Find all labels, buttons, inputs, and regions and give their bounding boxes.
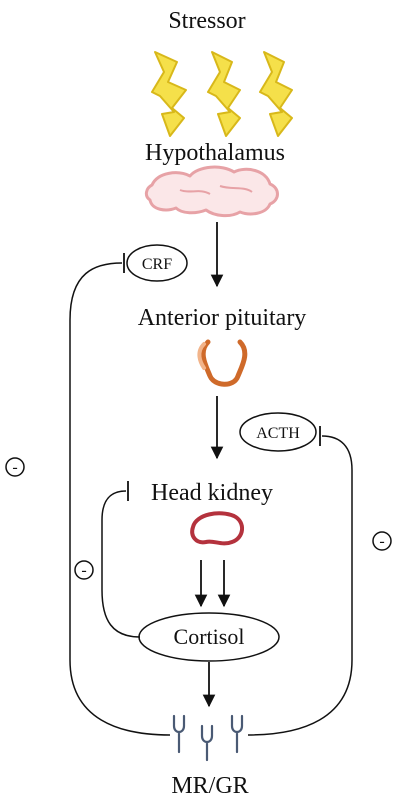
pituitary-gland-icon xyxy=(199,342,244,384)
minus-left-inner: - xyxy=(81,562,86,579)
acth-label: ACTH xyxy=(256,425,300,442)
minus-right: - xyxy=(379,533,384,550)
minus-sign-icon: - xyxy=(75,561,93,579)
hypothalamus-label: Hypothalamus xyxy=(145,140,285,166)
lightning-bolt-icon xyxy=(152,52,186,136)
kidney-icon xyxy=(192,513,242,543)
minus-sign-icon: - xyxy=(6,458,24,476)
crf-label: CRF xyxy=(142,256,172,273)
acth-node: ACTH xyxy=(240,413,316,451)
lightning-bolt-icon xyxy=(260,52,292,136)
y-receptor-icon xyxy=(174,716,242,760)
lightning-bolt-icon xyxy=(208,52,240,136)
anterior-pituitary-label: Anterior pituitary xyxy=(138,305,307,331)
mr-gr-label: MR/GR xyxy=(171,773,248,799)
stressor-label: Stressor xyxy=(168,8,245,34)
cortisol-label: Cortisol xyxy=(174,624,245,649)
crf-node: CRF xyxy=(127,245,187,281)
feedback-line-cortisol-to-kidney xyxy=(102,491,140,637)
head-kidney-label: Head kidney xyxy=(151,480,273,506)
cortisol-node: Cortisol xyxy=(139,613,279,661)
brain-icon xyxy=(146,167,277,216)
minus-sign-icon: - xyxy=(373,532,391,550)
minus-left-outer: - xyxy=(12,459,17,476)
